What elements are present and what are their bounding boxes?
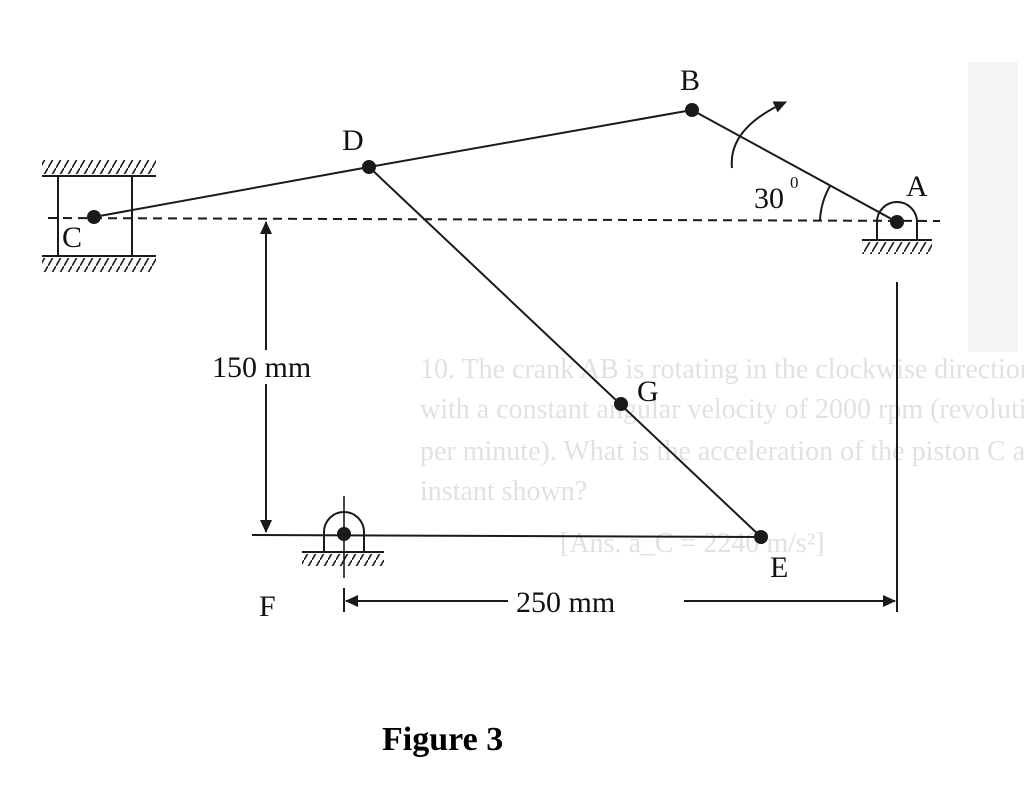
joint-c bbox=[87, 210, 101, 224]
label-d: D bbox=[342, 124, 364, 157]
label-b: B bbox=[680, 64, 700, 97]
label-e: E bbox=[770, 551, 788, 584]
joint-e bbox=[754, 530, 768, 544]
bleed-through-line-5: [Ans. a_C = 2240 m/s²] bbox=[560, 528, 825, 559]
bleed-through-line-3: per minute). What is the acceleration of… bbox=[420, 436, 1024, 467]
pin-support-f-hatch bbox=[302, 554, 384, 566]
bleed-through-line-4: instant shown? bbox=[420, 476, 587, 507]
bleed-through-shade bbox=[968, 62, 1018, 352]
angle-degree-mark: 0 bbox=[790, 173, 799, 192]
ground-line-fe bbox=[251, 534, 762, 538]
label-c: C bbox=[62, 221, 82, 254]
guide-hatch-bottom bbox=[42, 258, 156, 272]
link-db bbox=[368, 109, 693, 168]
guide-hatch-top bbox=[42, 160, 156, 174]
figure-caption: Figure 3 bbox=[382, 721, 503, 758]
label-f: F bbox=[259, 590, 276, 623]
link-de bbox=[368, 166, 762, 538]
pin-support-a-hatch bbox=[862, 242, 932, 254]
rotation-arrow-icon bbox=[730, 101, 787, 169]
joint-d bbox=[362, 160, 376, 174]
reference-line-ca bbox=[47, 217, 941, 222]
slider-guide-c bbox=[42, 160, 156, 272]
label-g: G bbox=[637, 375, 659, 408]
joint-b bbox=[685, 103, 699, 117]
dimension-horizontal: 250 mm bbox=[343, 282, 898, 619]
angle-label: 30 bbox=[754, 182, 784, 215]
pin-support-a bbox=[862, 201, 932, 254]
link-cd bbox=[93, 166, 370, 218]
bleed-through-text: 10. The crank AB is rotating in the cloc… bbox=[420, 62, 1024, 559]
dimension-vertical: 150 mm bbox=[212, 221, 311, 533]
crank-ba bbox=[691, 109, 898, 223]
label-a: A bbox=[906, 170, 928, 203]
bleed-through-line-1: 10. The crank AB is rotating in the cloc… bbox=[420, 354, 1024, 385]
joint-g bbox=[614, 397, 628, 411]
bleed-through-line-2: with a constant angular velocity of 2000… bbox=[420, 394, 1024, 425]
angle-arc-30 bbox=[819, 185, 831, 221]
pin-support-a-bracket bbox=[876, 201, 918, 240]
dim-label-250mm: 250 mm bbox=[516, 586, 615, 619]
dim-label-150mm: 150 mm bbox=[212, 351, 311, 384]
joint-f bbox=[337, 527, 351, 541]
joint-a bbox=[890, 215, 904, 229]
